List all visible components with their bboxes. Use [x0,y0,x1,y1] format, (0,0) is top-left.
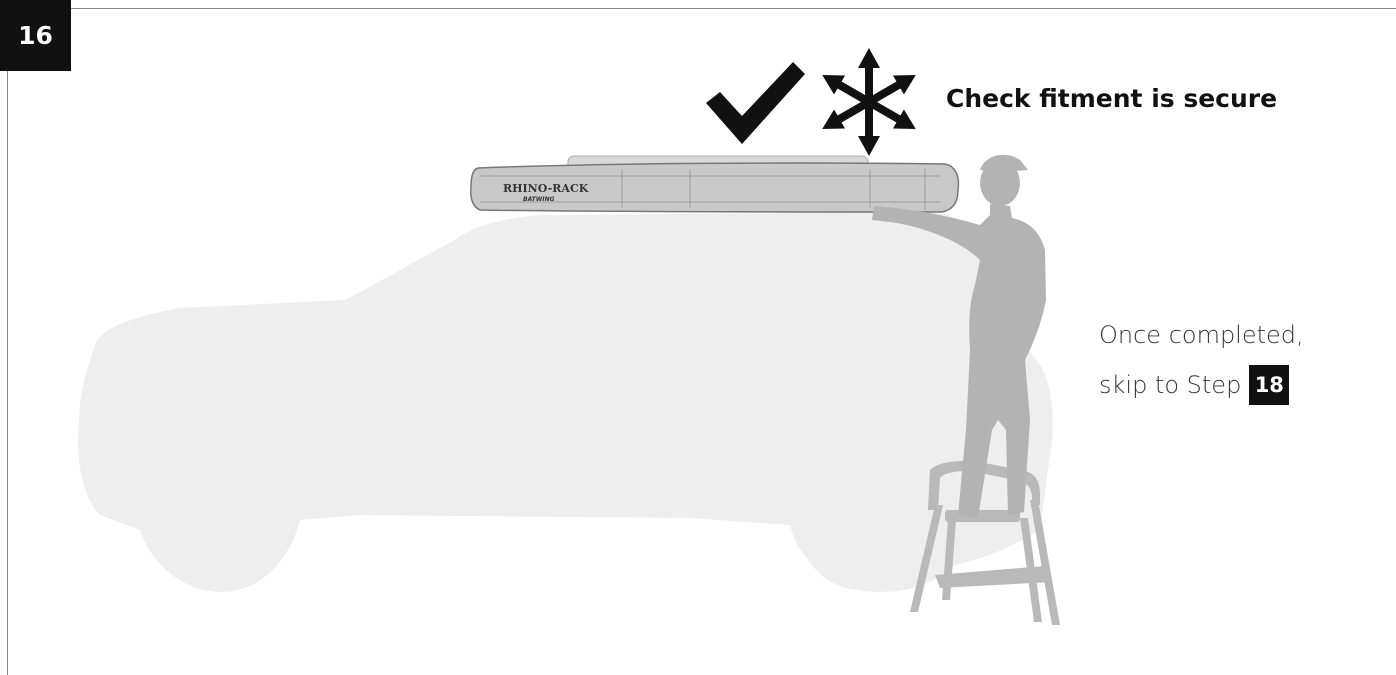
awning-brand-label: RHINO-RACK [503,182,589,195]
vehicle-silhouette [78,212,1053,592]
movement-arrows-icon [817,48,922,156]
check-fitment-instruction: Check fitment is secure [946,84,1277,113]
awning-bag: RHINO-RACK BATWING [471,156,959,212]
skip-to-step-text: skip to Step [1099,360,1241,410]
step-number-badge: 16 [0,0,71,71]
note-line-2: skip to Step 18 [1099,360,1304,410]
note-line-1: Once completed, [1099,310,1304,360]
skip-note: Once completed, skip to Step 18 [1099,310,1304,410]
target-step-badge: 18 [1249,365,1289,405]
checkmark-icon [706,62,805,144]
awning-model-label: BATWING [523,196,555,203]
